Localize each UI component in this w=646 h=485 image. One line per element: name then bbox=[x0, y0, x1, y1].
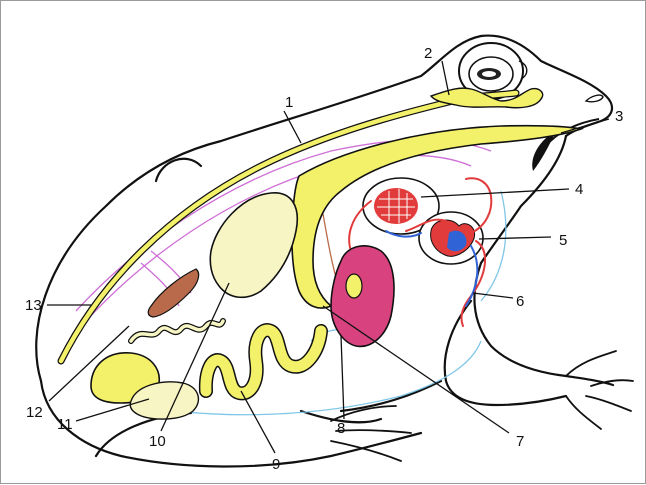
label-1: 1 bbox=[285, 94, 293, 111]
label-3: 3 bbox=[615, 108, 623, 125]
label-9: 9 bbox=[272, 456, 280, 473]
front-foot-fingers bbox=[566, 351, 633, 429]
label-8: 8 bbox=[337, 420, 345, 437]
label-2: 2 bbox=[424, 45, 432, 62]
label-4: 4 bbox=[575, 181, 583, 198]
label-6: 6 bbox=[516, 293, 524, 310]
label-12: 12 bbox=[26, 404, 43, 421]
label-13: 13 bbox=[25, 297, 42, 314]
heart bbox=[419, 212, 483, 264]
kidney bbox=[210, 193, 297, 298]
nostril bbox=[586, 95, 603, 102]
label-10: 10 bbox=[149, 433, 166, 450]
liver bbox=[331, 246, 394, 347]
label-5: 5 bbox=[559, 232, 567, 249]
gall-bladder bbox=[346, 274, 362, 298]
label-7: 7 bbox=[516, 433, 524, 450]
label-11: 11 bbox=[57, 416, 73, 433]
